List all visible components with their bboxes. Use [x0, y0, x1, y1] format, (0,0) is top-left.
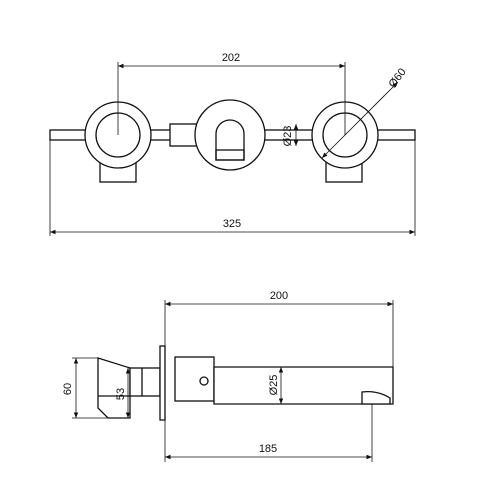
spout-nozzle: [215, 119, 245, 161]
plate-diameter-label: Ø60: [387, 66, 409, 90]
valve-housing: [129, 367, 161, 397]
inner-height-label: 53: [115, 388, 127, 400]
width-dimension-label: 325: [223, 218, 241, 230]
wall-plate: [159, 345, 166, 421]
spout-set-screw: [199, 376, 209, 386]
spout-length-label: 200: [270, 290, 288, 302]
spout-nozzle-base: [215, 149, 245, 161]
spout-pipe: [213, 366, 394, 405]
side-view: 200 185 Ø25 60 53: [62, 290, 394, 462]
spout-diameter-label: Ø23: [282, 126, 294, 147]
pipe-diameter-label: Ø25: [268, 375, 280, 396]
centers-dimension-label: 202: [222, 52, 240, 64]
valve-body: [97, 357, 131, 419]
projection-label: 185: [259, 443, 277, 455]
spout-aerator: [361, 390, 391, 405]
plate-diameter-leader: [321, 81, 399, 159]
front-view: 202 Ø60 Ø23 325: [49, 52, 416, 236]
body-height-label: 60: [62, 383, 74, 395]
